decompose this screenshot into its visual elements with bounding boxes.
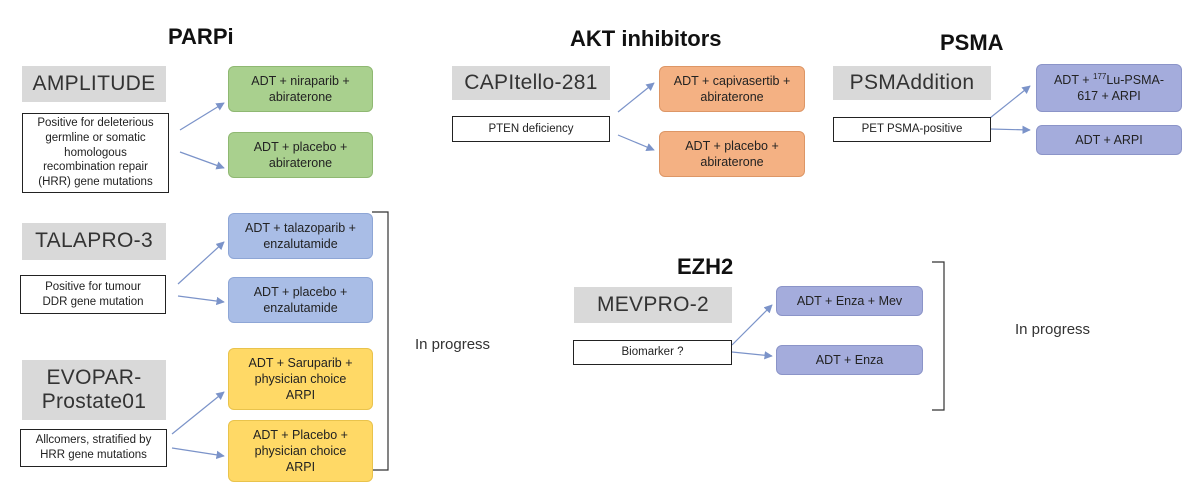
arm-mevpro-enza-mev: ADT + Enza + Mev	[776, 286, 923, 316]
trial-psmaddition: PSMAddition	[833, 66, 991, 100]
criteria-talapro-3: Positive for tumour DDR gene mutation	[20, 275, 166, 314]
isotope-superscript: 177	[1093, 71, 1107, 81]
heading-ezh2: EZH2	[677, 254, 734, 279]
trial-capitello-281: CAPItello-281	[452, 66, 610, 100]
bracket-parpi	[372, 211, 389, 471]
criteria-mevpro-2: Biomarker ?	[573, 340, 732, 365]
trial-talapro-3: TALAPRO-3	[22, 223, 166, 260]
arm-evopar-saruparib: ADT + Saruparib + physician choice ARPI	[228, 348, 373, 410]
arrow-amplitude-arm2	[179, 151, 225, 170]
arm-evopar-placebo: ADT + Placebo + physician choice ARPI	[228, 420, 373, 482]
arm-psma-lutetium: ADT + 177Lu-PSMA- 617 + ARPI	[1036, 64, 1182, 112]
arm-psma-arpi: ADT + ARPI	[1036, 125, 1182, 155]
bracket-ezh2	[932, 261, 945, 411]
arrow-talapro-arm1	[177, 241, 225, 285]
trial-evopar-prostate01: EVOPAR- Prostate01	[22, 360, 166, 420]
criteria-capitello: PTEN deficiency	[452, 116, 610, 142]
arrow-evopar-arm1	[171, 391, 225, 435]
arm-capitello-capivasertib: ADT + capivasertib + abiraterone	[659, 66, 805, 112]
status-in-progress-ezh2: In progress	[1015, 321, 1091, 338]
arm-talapro-placebo: ADT + placebo + enzalutamide	[228, 277, 373, 323]
arrow-capitello-arm2	[617, 134, 655, 151]
arm-amplitude-placebo: ADT + placebo + abiraterone	[228, 132, 373, 178]
arrow-evopar-arm2	[171, 447, 225, 460]
criteria-amplitude: Positive for deleterious germline or som…	[22, 113, 169, 193]
arrow-amplitude-arm1	[179, 102, 225, 131]
heading-parpi: PARPi	[168, 24, 234, 49]
arm-mevpro-enza: ADT + Enza	[776, 345, 923, 375]
arm-talapro-talazoparib: ADT + talazoparib + enzalutamide	[228, 213, 373, 259]
trial-mevpro-2: MEVPRO-2	[574, 287, 732, 323]
status-in-progress-parpi: In progress	[415, 336, 491, 353]
arrow-psma-arm2	[989, 125, 1031, 135]
heading-psma: PSMA	[940, 30, 1004, 55]
arrow-psma-arm1	[989, 85, 1031, 119]
arm-amplitude-niraparib: ADT + niraparib + abiraterone	[228, 66, 373, 112]
arm-capitello-placebo: ADT + placebo + abiraterone	[659, 131, 805, 177]
arrow-capitello-arm1	[617, 82, 655, 113]
criteria-evopar: Allcomers, stratified by HRR gene mutati…	[20, 429, 167, 467]
criteria-psmaddition: PET PSMA-positive	[833, 117, 991, 142]
trial-amplitude: AMPLITUDE	[22, 66, 166, 102]
heading-akt-inhibitors: AKT inhibitors	[570, 26, 722, 51]
arrow-mevpro-arm1	[731, 304, 773, 346]
arrow-talapro-arm2	[177, 295, 225, 306]
arrow-mevpro-arm2	[731, 351, 773, 360]
